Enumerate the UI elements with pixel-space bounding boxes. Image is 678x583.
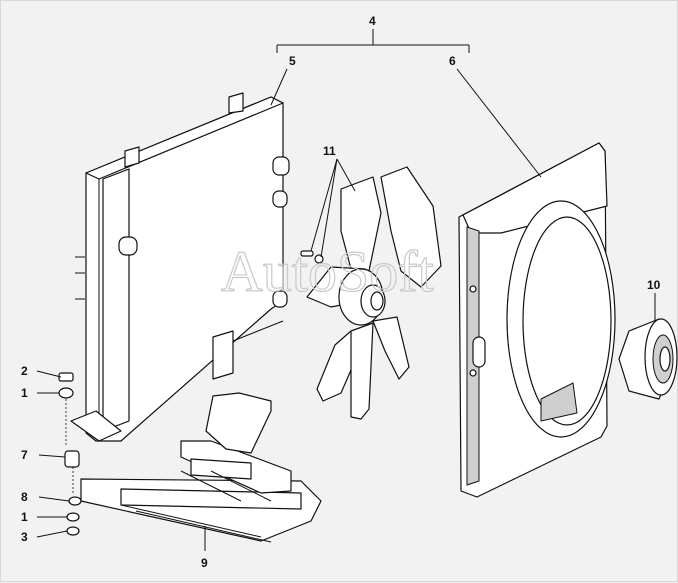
radiator [70, 92, 290, 442]
leader-lines [36, 29, 656, 551]
callout-4: 4 [369, 14, 376, 28]
callout-3: 3 [21, 530, 28, 544]
callout-7: 7 [21, 448, 28, 462]
callout-9: 9 [201, 556, 208, 570]
callout-1-upper: 1 [21, 386, 28, 400]
callout-11: 11 [323, 144, 336, 158]
chassis-frame [80, 392, 322, 543]
callout-10: 10 [647, 278, 661, 292]
fasteners [58, 372, 82, 536]
callout-1-lower: 1 [21, 510, 28, 524]
callout-6: 6 [449, 54, 456, 68]
watermark-text: AutoSoft [221, 239, 434, 304]
fan-blades [300, 166, 442, 420]
callout-8: 8 [21, 490, 28, 504]
callout-2: 2 [21, 364, 28, 378]
callout-5: 5 [289, 54, 296, 68]
fan-shroud [458, 142, 616, 498]
fan-hub [618, 318, 678, 400]
